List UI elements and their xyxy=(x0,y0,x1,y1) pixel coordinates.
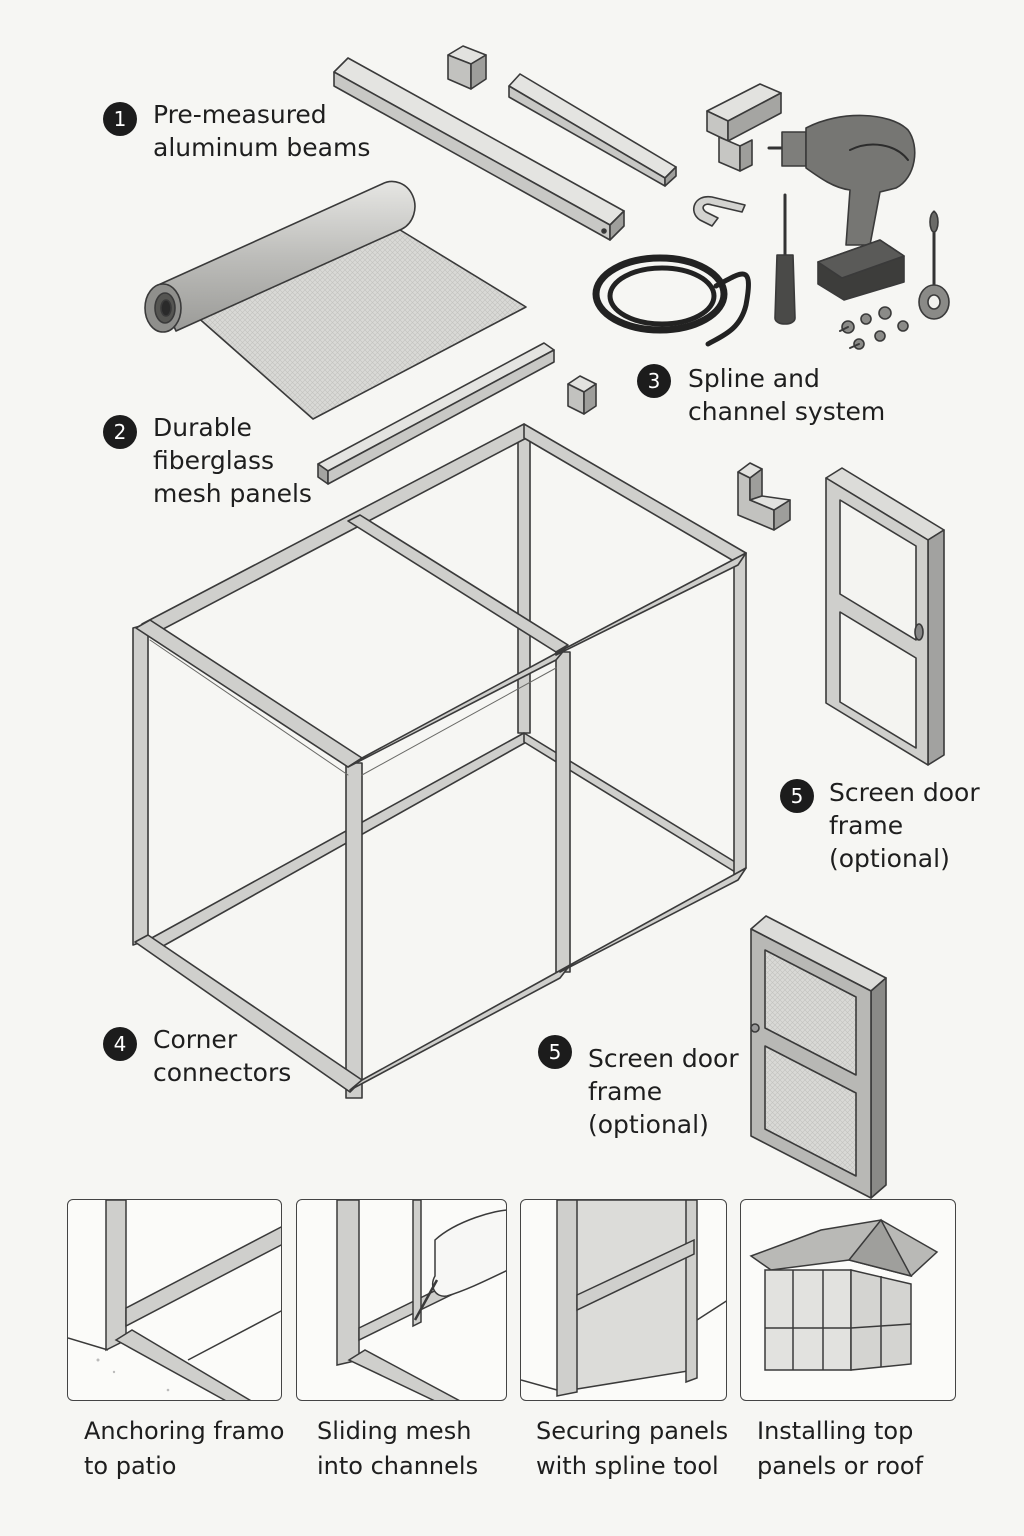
label-line: Screen door xyxy=(829,778,980,807)
connector-block xyxy=(737,462,791,531)
label-line: frame xyxy=(588,1077,663,1106)
caption-line: to patio xyxy=(84,1452,177,1480)
caption-line: Anchoring framo xyxy=(84,1417,285,1445)
label-line: Corner xyxy=(153,1025,238,1054)
label-line: Durable xyxy=(153,413,252,442)
step-caption-anchoring: Anchoring framo to patio xyxy=(84,1414,284,1484)
anchoring-frame-scene xyxy=(68,1200,281,1400)
mesh-roll xyxy=(144,180,527,420)
caption-line: with spline tool xyxy=(536,1452,719,1480)
component-label-screen-door-frame: Screen door frame (optional) xyxy=(588,1042,739,1141)
caption-line: Securing panels xyxy=(536,1417,729,1445)
securing-panels-scene xyxy=(521,1200,726,1397)
component-number-badge: 4 xyxy=(103,1027,137,1061)
cordless-drill xyxy=(767,114,916,301)
component-number-badge: 1 xyxy=(103,102,137,136)
component-number-badge: 2 xyxy=(103,415,137,449)
screen-door xyxy=(750,915,887,1199)
label-line: connectors xyxy=(153,1058,292,1087)
component-number-badge: 3 xyxy=(637,364,671,398)
aluminum-beam xyxy=(333,57,625,241)
step-caption-sliding-mesh: Sliding mesh into channels xyxy=(317,1414,478,1484)
cube-frame xyxy=(132,423,747,1099)
screw-set xyxy=(839,306,909,350)
connector-block xyxy=(447,45,487,90)
screwdriver xyxy=(774,193,796,325)
component-label-aluminum-beams: Pre-measured aluminum beams xyxy=(153,98,370,164)
step-panel-installing-roof xyxy=(740,1199,956,1401)
label-line: aluminum beams xyxy=(153,133,371,162)
label-line: Pre-measured xyxy=(153,100,327,129)
step-panel-securing-panels xyxy=(520,1199,727,1401)
installing-roof-scene xyxy=(749,1218,939,1371)
component-label-screen-door-frame: Screen door frame (optional) xyxy=(829,776,980,875)
label-line: mesh panels xyxy=(153,479,312,508)
step-panel-anchoring xyxy=(67,1199,282,1401)
step-caption-installing-roof: Installing top panels or roof xyxy=(757,1414,923,1484)
aluminum-beam xyxy=(508,73,677,187)
connector-block xyxy=(567,375,597,415)
step-caption-securing-panels: Securing panels with spline tool xyxy=(536,1414,728,1484)
connector-block xyxy=(706,83,782,172)
label-line: fiberglass xyxy=(153,446,275,475)
caption-line: panels or roof xyxy=(757,1452,924,1480)
aluminum-beam xyxy=(317,342,555,485)
component-number-badge: 5 xyxy=(538,1035,572,1069)
label-line: channel system xyxy=(688,397,886,426)
component-label-mesh-panels: Durable fiberglass mesh panels xyxy=(153,411,312,510)
component-number-badge: 5 xyxy=(780,779,814,813)
component-label-corner-connectors: Corner connectors xyxy=(153,1023,291,1089)
sliding-mesh-scene xyxy=(336,1200,506,1400)
spline-roller-tool xyxy=(918,210,950,320)
label-line: Screen door xyxy=(588,1044,739,1073)
caption-line: into channels xyxy=(317,1452,479,1480)
component-label-spline-system: Spline and channel system xyxy=(688,362,885,428)
caption-line: Installing top xyxy=(757,1417,914,1445)
hook-clip xyxy=(692,195,746,227)
label-line: (optional) xyxy=(829,844,950,873)
screen-door xyxy=(825,467,945,766)
label-line: (optional) xyxy=(588,1110,709,1139)
label-line: frame xyxy=(829,811,904,840)
caption-line: Sliding mesh xyxy=(317,1417,472,1445)
spline-cord xyxy=(592,254,751,347)
label-line: Spline and xyxy=(688,364,820,393)
step-panel-sliding-mesh xyxy=(296,1199,507,1401)
